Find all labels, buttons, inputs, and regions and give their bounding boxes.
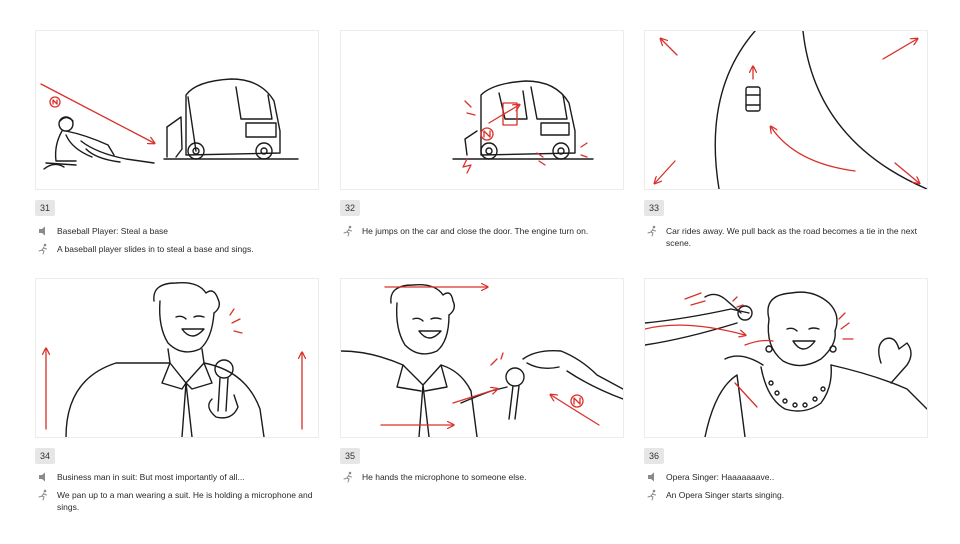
action-line-32: He jumps on the car and close the door. … bbox=[340, 225, 622, 237]
panel-number-35: 35 bbox=[340, 448, 360, 464]
speaker-icon bbox=[39, 226, 45, 236]
running-figure-icon bbox=[647, 225, 656, 237]
road-aerial-sketch bbox=[645, 31, 927, 189]
running-figure-icon bbox=[38, 243, 47, 255]
speaker-icon bbox=[648, 472, 654, 482]
car-door-sketch bbox=[452, 80, 594, 174]
baseball-player-sketch bbox=[40, 78, 299, 170]
audio-line-36: Opera Singer: Haaaaaaave.. bbox=[644, 471, 926, 483]
businessman-sketch bbox=[36, 282, 318, 437]
opera-singer-sketch bbox=[645, 291, 927, 437]
running-figure-icon bbox=[647, 489, 656, 501]
speaker-icon bbox=[39, 472, 45, 482]
panel-number-33: 33 bbox=[644, 200, 664, 216]
action-line-31: A baseball player slides in to steal a b… bbox=[35, 243, 317, 255]
running-figure-icon bbox=[38, 489, 47, 501]
audio-line-34: Business man in suit: But most important… bbox=[35, 471, 317, 483]
panel-number-34: 34 bbox=[35, 448, 55, 464]
running-figure-icon bbox=[343, 225, 352, 237]
microphone-handoff-sketch bbox=[341, 279, 623, 437]
sketch-frame-33[interactable] bbox=[644, 30, 928, 190]
action-line-33: Car rides away. We pull back as the road… bbox=[644, 225, 926, 249]
panel-number-36: 36 bbox=[644, 448, 664, 464]
sketch-frame-32[interactable] bbox=[340, 30, 624, 190]
panel-number-32: 32 bbox=[340, 200, 360, 216]
sketch-frame-35[interactable] bbox=[340, 278, 624, 438]
panel-number-31: 31 bbox=[35, 200, 55, 216]
action-line-34: We pan up to a man wearing a suit. He is… bbox=[35, 489, 317, 513]
sketch-frame-34[interactable] bbox=[35, 278, 319, 438]
sketch-frame-36[interactable] bbox=[644, 278, 928, 438]
action-line-35: He hands the microphone to someone else. bbox=[340, 471, 622, 483]
sketch-frame-31[interactable] bbox=[35, 30, 319, 190]
audio-line-31: Baseball Player: Steal a base bbox=[35, 225, 317, 237]
running-figure-icon bbox=[343, 471, 352, 483]
action-line-36: An Opera Singer starts singing. bbox=[644, 489, 926, 501]
